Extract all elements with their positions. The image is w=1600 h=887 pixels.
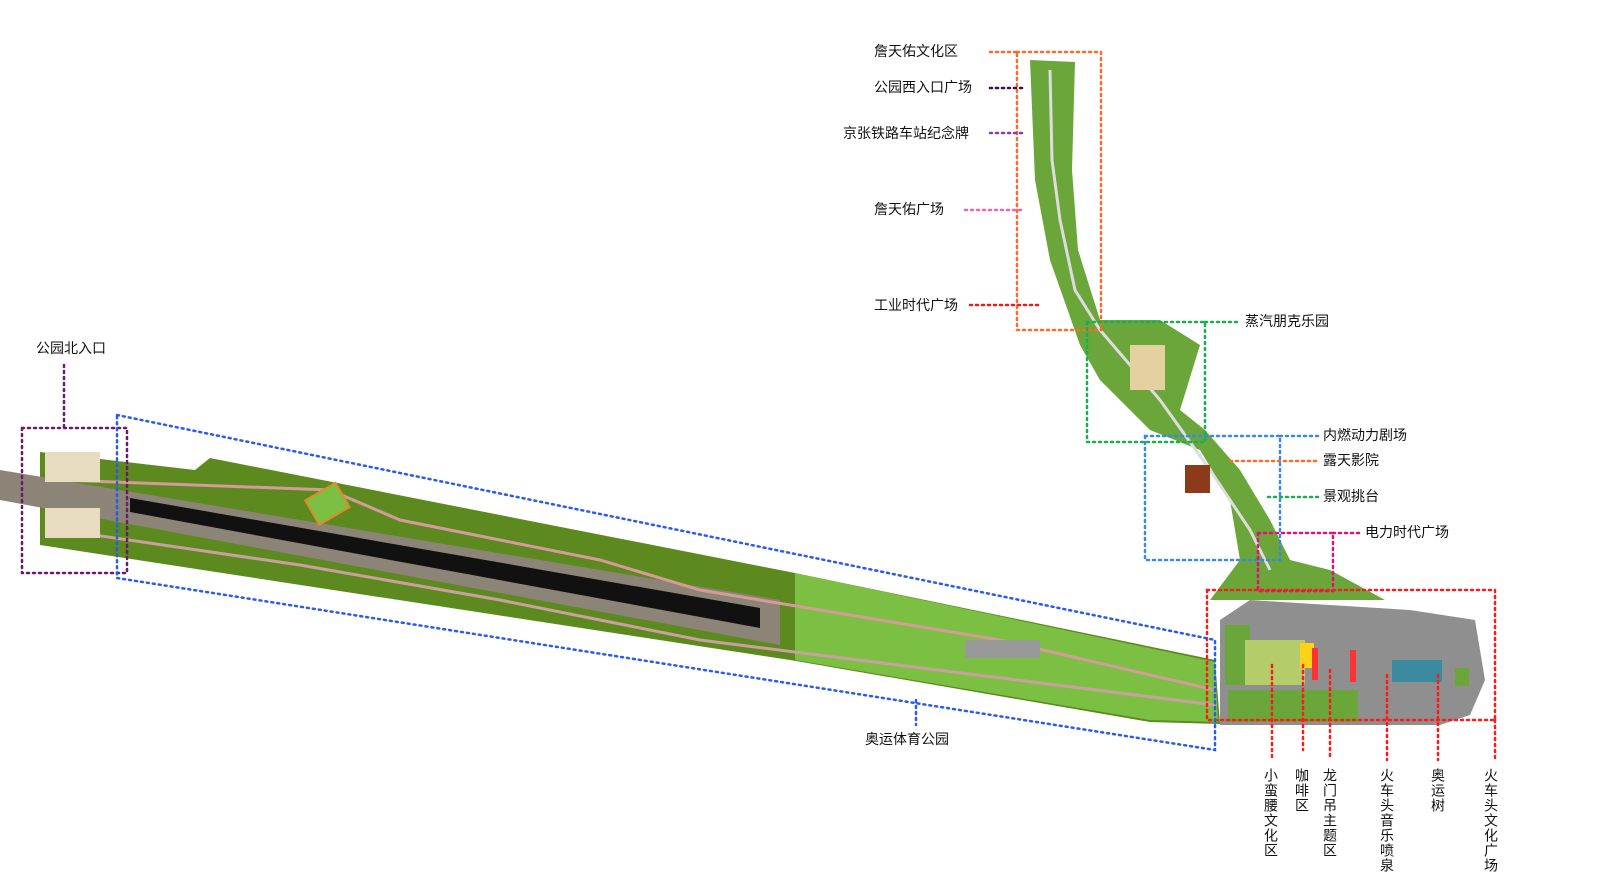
label-olympic-tree: 奥运树 — [1429, 768, 1445, 813]
lawn — [1245, 640, 1305, 685]
olympic-tree — [1455, 668, 1469, 686]
label-landscape-platform: 景观挑台 — [1323, 489, 1379, 505]
label-west-entrance: 公园西入口广场 — [874, 80, 972, 96]
label-olympic-park: 奥运体育公园 — [865, 732, 949, 748]
label-north-entrance: 公园北入口 — [36, 341, 106, 357]
label-industrial-square: 工业时代广场 — [874, 298, 958, 314]
callout-olympic-park — [115, 413, 1217, 752]
callout-electric — [1256, 531, 1335, 593]
fountain — [1392, 660, 1442, 682]
crane — [1312, 648, 1318, 680]
label-electric-square: 电力时代广场 — [1365, 525, 1449, 541]
north-entrance-plaza — [45, 508, 100, 538]
dark-rail — [130, 498, 760, 628]
label-zhan-culture: 詹天佑文化区 — [874, 44, 958, 60]
label-fountain: 火车头音乐喷泉 — [1378, 768, 1394, 873]
label-zhan-square: 詹天佑广场 — [874, 202, 944, 218]
callout-locomotive — [1205, 588, 1497, 722]
crane — [1350, 650, 1356, 682]
label-locomotive-square: 火车头文化广场 — [1482, 768, 1498, 873]
building — [303, 481, 351, 526]
label-diesel-theater: 内燃动力剧场 — [1323, 428, 1407, 444]
label-jingzhang-monument: 京张铁路车站纪念牌 — [843, 126, 969, 142]
lawn — [1228, 690, 1358, 722]
north-entrance-plaza — [45, 452, 100, 482]
label-gantry-crane: 龙门吊主题区 — [1321, 768, 1337, 858]
label-steampunk-park: 蒸汽朋克乐园 — [1245, 314, 1329, 330]
label-open-cinema: 露天影院 — [1323, 453, 1379, 469]
building — [1130, 345, 1165, 390]
label-xiaomanyao: 小蛮腰文化区 — [1262, 768, 1278, 858]
building — [965, 640, 1040, 658]
path — [59, 528, 1216, 707]
callout-north-entrance — [20, 426, 129, 575]
callout-zhan-culture — [1015, 50, 1103, 332]
label-cafe: 咖啡区 — [1293, 768, 1309, 813]
building — [1185, 465, 1210, 493]
cafe-block — [1300, 643, 1314, 668]
